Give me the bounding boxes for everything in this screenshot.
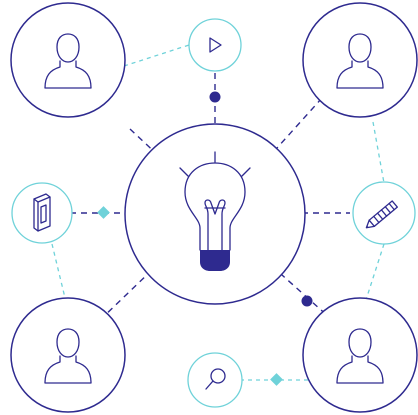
connectors-outer: [51, 44, 385, 381]
tool-ring: [188, 18, 242, 72]
pencil-icon: [365, 200, 398, 229]
user-icon: [44, 328, 92, 384]
tool-ring: [11, 182, 73, 244]
play-icon: [209, 37, 222, 53]
junction-dot-top: [209, 91, 221, 103]
tool-node-pencil: [352, 181, 416, 245]
magnifier-icon: [205, 368, 226, 390]
user-icon: [336, 33, 384, 89]
connector-tl-to-play: [123, 44, 190, 67]
lightbulb-base: [200, 250, 230, 271]
person-node-top-right: [302, 2, 418, 118]
person-ring: [10, 2, 126, 118]
center-node: [124, 123, 306, 305]
connector-pencil-to-br: [363, 243, 385, 307]
junction-diamond-left: [97, 206, 110, 219]
person-ring: [10, 297, 126, 413]
junction-diamond-bottom: [270, 373, 283, 386]
person-node-top-left: [10, 2, 126, 118]
tool-node-cube: [11, 182, 73, 244]
junction-dot-bottom-right: [301, 295, 313, 307]
tool-node-magnifier: [187, 352, 243, 408]
person-ring: [302, 297, 418, 413]
lightbulb-icon: [179, 151, 251, 271]
connector-cube-to-bl: [51, 243, 67, 303]
person-ring: [302, 2, 418, 118]
connector-tr-to-pencil: [372, 121, 385, 184]
person-node-bottom-right: [302, 297, 418, 413]
cube-icon: [33, 193, 51, 232]
person-node-bottom-left: [10, 297, 126, 413]
user-icon: [336, 328, 384, 384]
tool-ring: [187, 352, 243, 408]
user-icon: [44, 33, 92, 89]
connector-bottom-left: [97, 269, 153, 323]
tool-node-play: [188, 18, 242, 72]
connector-top-right: [276, 97, 323, 149]
